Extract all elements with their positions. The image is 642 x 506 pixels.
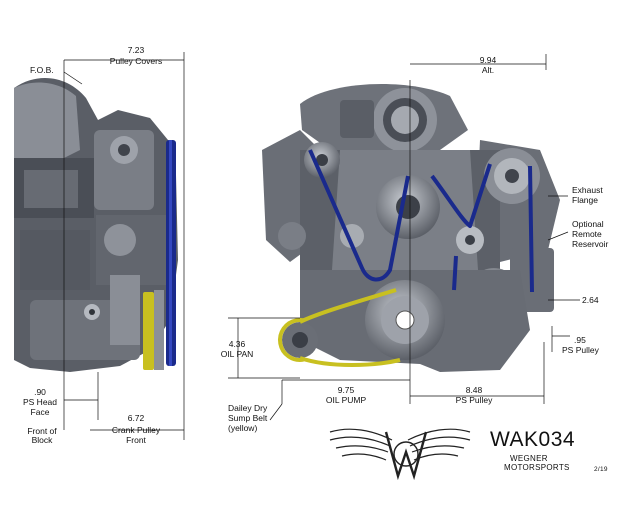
oil-pan-value: 4.36 <box>228 339 246 349</box>
ps-head-face-label-1: PS Head <box>22 397 58 407</box>
alt-label: Alt. <box>481 65 495 75</box>
pulley-covers-value: 7.23 <box>127 45 145 55</box>
dry-sump-belt-label-1: Dailey Dry <box>228 403 268 413</box>
side-view-engine <box>14 77 178 372</box>
dry-sump-belt-label-3: (yellow) <box>228 423 258 433</box>
crank-pulley-value: 6.72 <box>127 413 145 423</box>
fob-label: F.O.B. <box>30 65 54 75</box>
dry-sump-belt <box>299 288 401 367</box>
remote-reservoir-label-2: Remote <box>572 229 602 239</box>
remote-reservoir-label-1: Optional <box>572 219 604 229</box>
crank-pulley-label-1: Crank Pulley <box>111 425 161 435</box>
exhaust-flange-label-2: Flange <box>572 195 598 205</box>
pulley-covers-label: Pulley Covers <box>109 56 163 66</box>
serpentine-belt <box>308 149 534 293</box>
ps-head-face-value: .90 <box>34 387 46 397</box>
ps-pulley-vertical-label: PS Pulley <box>562 345 599 355</box>
drawing-date: 2/19 <box>594 466 608 473</box>
ps-pulley-vertical-value: .95 <box>574 335 586 345</box>
wegner-logo <box>329 428 471 481</box>
part-number: WAK034 <box>490 428 576 451</box>
ps-head-face-label-2: Face <box>30 407 50 417</box>
remote-reservoir-label-3: Reservoir <box>572 239 609 249</box>
ps-pulley-horizontal-value: 8.48 <box>465 385 483 395</box>
front-of-block-label-1: Front of <box>27 426 57 436</box>
side-view-dimension-lines <box>63 52 185 440</box>
company-name-1: WEGNER <box>510 454 548 463</box>
dry-sump-belt-label-2: Sump Belt <box>228 413 268 423</box>
oil-pump-label: OIL PUMP <box>325 395 367 405</box>
ps-pulley-horizontal-label: PS Pulley <box>455 395 493 405</box>
dimension-2-64: 2.64 <box>582 295 599 305</box>
exhaust-flange-label-1: Exhaust <box>572 185 603 195</box>
front-view-engine <box>262 84 560 372</box>
alt-value: 9.94 <box>479 55 497 65</box>
front-of-block-label-2: Block <box>31 435 53 445</box>
crank-pulley-label-2: Front <box>126 435 146 445</box>
oil-pump-value: 9.75 <box>337 385 355 395</box>
oil-pan-label: OIL PAN <box>220 349 254 359</box>
company-name-2: MOTORSPORTS <box>504 463 570 472</box>
front-view-dimension-lines <box>228 54 580 421</box>
